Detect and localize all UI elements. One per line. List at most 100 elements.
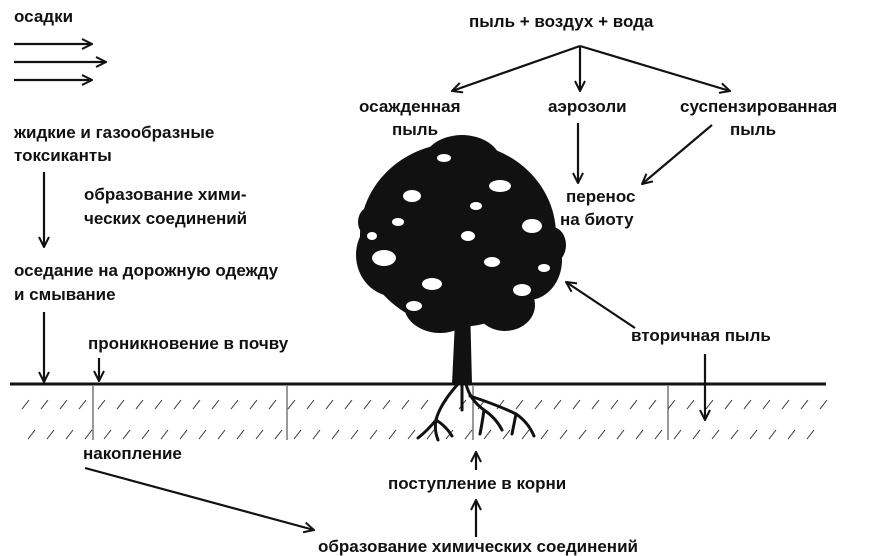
settling-line1: оседание на дорожную одежду (14, 261, 279, 280)
soil-hatch-mark (59, 399, 68, 410)
soil-hatch-mark (572, 399, 581, 410)
soil-hatch-mark (344, 399, 353, 410)
soil-hatch-mark (179, 429, 188, 440)
soil-hatch-mark (705, 399, 714, 410)
soil-hatch-mark (103, 429, 112, 440)
soil-hatch-mark (711, 429, 720, 440)
soil-hatch-mark (800, 399, 809, 410)
soil-hatch-mark (629, 399, 638, 410)
soil-hatch-mark (762, 399, 771, 410)
soil-hatch-mark (141, 429, 150, 440)
text-labels: осадки жидкие и газообразные токсиканты … (13, 7, 837, 556)
soil-hatch-mark (325, 399, 334, 410)
soil-hatch-mark (236, 429, 245, 440)
soil-hatch-mark (401, 399, 410, 410)
soil-hatch-mark (249, 399, 258, 410)
soil-hatch-mark (540, 429, 549, 440)
soil-hatch-mark (312, 429, 321, 440)
soil-hatch-mark (198, 429, 207, 440)
soil-hatch-mark (521, 429, 530, 440)
aerosols-label: аэрозоли (548, 97, 627, 116)
soil-hatch-mark (154, 399, 163, 410)
soil-hatch-mark (21, 399, 30, 410)
soil-hatch-mark (363, 399, 372, 410)
soil-hatch-mark (635, 429, 644, 440)
soil-hatch-mark (407, 429, 416, 440)
secondary-dust-label: вторичная пыль (631, 326, 771, 345)
soil-hatch-mark (806, 429, 815, 440)
left-chain-arrows (44, 172, 314, 530)
soil-hatch-mark (426, 429, 435, 440)
liquid-gas-toxicants-line2: токсиканты (14, 146, 112, 165)
soil-penetration-lines (92, 386, 669, 440)
soil-hatch-mark (559, 429, 568, 440)
soil-hatch-mark (768, 429, 777, 440)
soil-hatch-mark (255, 429, 264, 440)
precipitation-label: осадки (14, 7, 73, 26)
soil-hatch-mark (268, 399, 277, 410)
tree-crown (356, 135, 566, 333)
soil-hatch-mark (420, 399, 429, 410)
soil-hatch-mark (287, 399, 296, 410)
soil-hatch-mark (667, 399, 676, 410)
tree-trunk (448, 250, 478, 384)
dust-air-water-label: пыль + воздух + вода (469, 12, 654, 31)
precipitation-arrows (14, 44, 106, 80)
settling-line2: и смывание (14, 285, 116, 304)
soil-hatch-mark (749, 429, 758, 440)
soil-hatch-mark (743, 399, 752, 410)
soil-hatch-mark (217, 429, 226, 440)
soil-hatch-mark (616, 429, 625, 440)
soil-hatch-mark (160, 429, 169, 440)
root-uptake-label: поступление в корни (388, 474, 566, 493)
soil-hatch-mark (724, 399, 733, 410)
liquid-gas-toxicants-line1: жидкие и газообразные (13, 123, 214, 142)
soil-hatch-mark (78, 399, 87, 410)
soil-hatching (21, 399, 828, 440)
soil-hatch-mark (819, 399, 828, 410)
tree-illustration (356, 135, 566, 442)
secondary-dust-arrows (566, 282, 705, 420)
soil-hatch-mark (65, 429, 74, 440)
chem-formation-line1: образование хими- (84, 185, 247, 204)
soil-hatch-mark (382, 399, 391, 410)
soil-hatch-mark (464, 429, 473, 440)
soil-hatch-mark (135, 399, 144, 410)
soil-hatch-mark (274, 429, 283, 440)
soil-hatch-mark (648, 399, 657, 410)
soil-hatch-mark (673, 429, 682, 440)
accumulation-label: накопление (83, 444, 182, 463)
soil-hatch-mark (306, 399, 315, 410)
dust-distribution-arrows (452, 44, 730, 184)
soil-penetration-label: проникновение в почву (88, 334, 289, 353)
soil-hatch-mark (730, 429, 739, 440)
soil-hatch-mark (192, 399, 201, 410)
soil-hatch-mark (781, 399, 790, 410)
soil-hatch-mark (40, 399, 49, 410)
soil-hatch-mark (173, 399, 182, 410)
soil-hatch-mark (591, 399, 600, 410)
soil-hatch-mark (369, 429, 378, 440)
soil-hatch-mark (350, 429, 359, 440)
soil-hatch-mark (27, 429, 36, 440)
chem-formation-line2: ческих соединений (84, 209, 247, 228)
soil-hatch-mark (553, 399, 562, 410)
suspended-dust-line1: суспензированная (680, 97, 837, 116)
chem-compounds-bottom-label: образование химических соединений (318, 537, 638, 556)
soil-hatch-mark (388, 429, 397, 440)
soil-hatch-mark (122, 429, 131, 440)
soil-hatch-mark (116, 399, 125, 410)
soil-hatch-mark (654, 429, 663, 440)
soil-hatch-mark (211, 399, 220, 410)
tree-roots (416, 382, 536, 442)
soil-hatch-mark (483, 429, 492, 440)
soil-hatch-mark (597, 429, 606, 440)
soil-hatch-mark (293, 429, 302, 440)
soil-hatch-mark (515, 399, 524, 410)
soil-hatch-mark (692, 429, 701, 440)
settled-dust-line1: осажденная (359, 97, 461, 116)
soil-hatch-mark (97, 399, 106, 410)
soil-hatch-mark (610, 399, 619, 410)
soil-hatch-mark (230, 399, 239, 410)
